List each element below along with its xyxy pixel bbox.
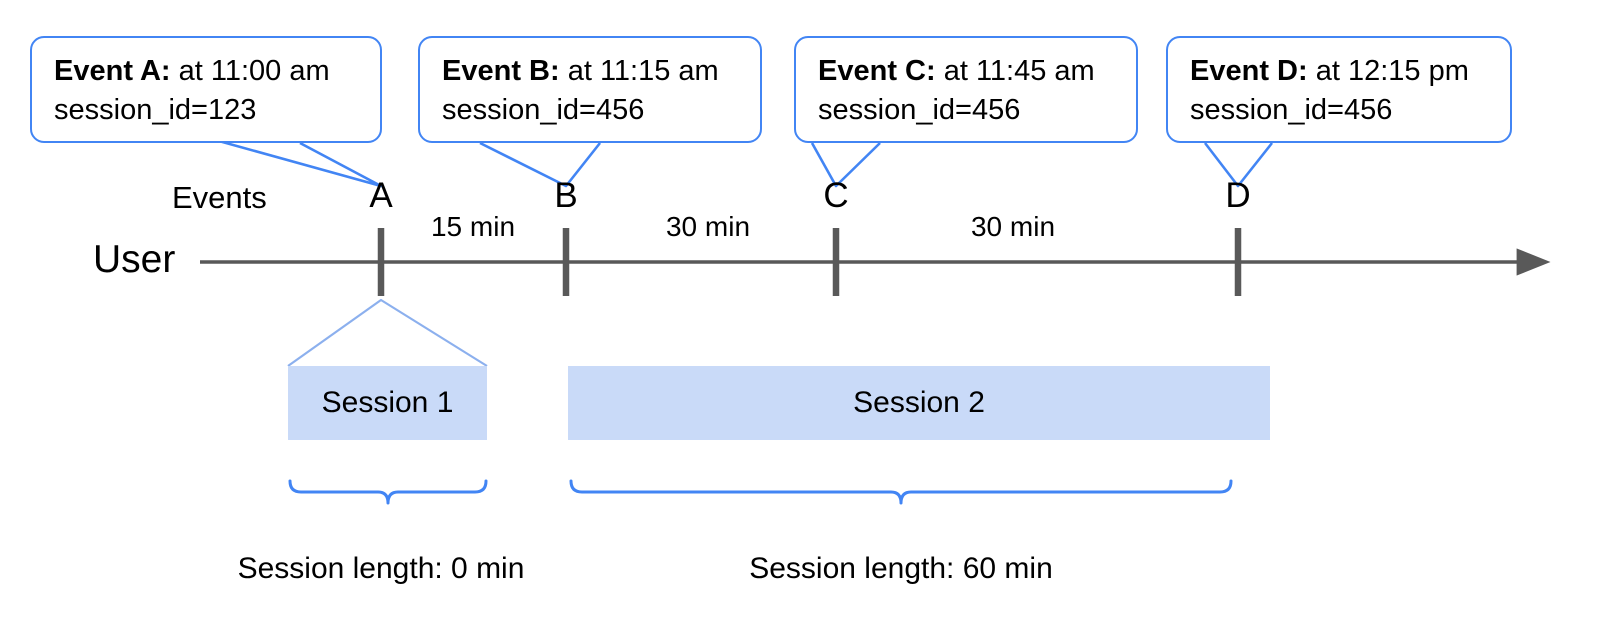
gap-label-b-c: 30 min (665, 211, 751, 242)
callout-c-line2: session_id=456 (818, 93, 1021, 126)
session-2-label: Session 2 (853, 386, 985, 419)
callout-a-line2: session_id=123 (54, 93, 257, 126)
session-1-connector (287, 298, 488, 367)
callout-c-line1: Event C: at 11:45 am (818, 52, 1118, 91)
callout-d-time: at 12:15 pm (1307, 55, 1469, 87)
session-1-label: Session 1 (321, 386, 454, 419)
events-lane-label: Events (172, 180, 267, 215)
event-letter-b: B (554, 176, 578, 215)
callout-d-line2: session_id=456 (1190, 93, 1393, 126)
callout-tail-a (189, 131, 383, 188)
session-1-length-label: Session length: 0 min (237, 552, 525, 585)
callout-event-a: Event A: at 11:00 am session_id=123 (30, 36, 382, 144)
callout-event-c: Event C: at 11:45 am session_id=456 (794, 36, 1138, 144)
session-2-length-label: Session length: 60 min (749, 552, 1053, 585)
gap-label-a-b: 15 min (430, 211, 516, 242)
callout-b-time: at 11:15 am (559, 55, 719, 87)
event-letter-c: C (823, 176, 849, 215)
session-2-brace (569, 479, 1233, 505)
callout-a-time: at 11:00 am (170, 55, 330, 87)
callout-event-b: Event B: at 11:15 am session_id=456 (418, 36, 762, 144)
callout-c-time: at 11:45 am (935, 55, 1095, 87)
callout-c-bold: Event C: (818, 55, 936, 87)
callout-b-bold: Event B: (442, 55, 560, 87)
callout-a-bold: Event A: (54, 55, 171, 87)
callout-b-line2: session_id=456 (442, 93, 645, 126)
callout-d-bold: Event D: (1190, 55, 1308, 87)
callout-a-line1: Event A: at 11:00 am (54, 52, 362, 91)
event-letter-d: D (1225, 176, 1251, 215)
session-box-2: Session 2 (568, 366, 1270, 440)
callout-tail-c (810, 142, 881, 188)
session-box-1: Session 1 (288, 366, 487, 440)
callout-b-line1: Event B: at 11:15 am (442, 52, 742, 91)
session-1-brace (288, 479, 488, 505)
callout-d-line1: Event D: at 12:15 pm (1190, 52, 1492, 91)
user-lane-label: User (93, 238, 176, 281)
callout-tail-b (479, 141, 602, 188)
callout-tail-d (1203, 142, 1274, 188)
event-letter-a: A (369, 176, 393, 215)
gap-label-c-d: 30 min (970, 211, 1056, 242)
callout-event-d: Event D: at 12:15 pm session_id=456 (1166, 36, 1512, 144)
